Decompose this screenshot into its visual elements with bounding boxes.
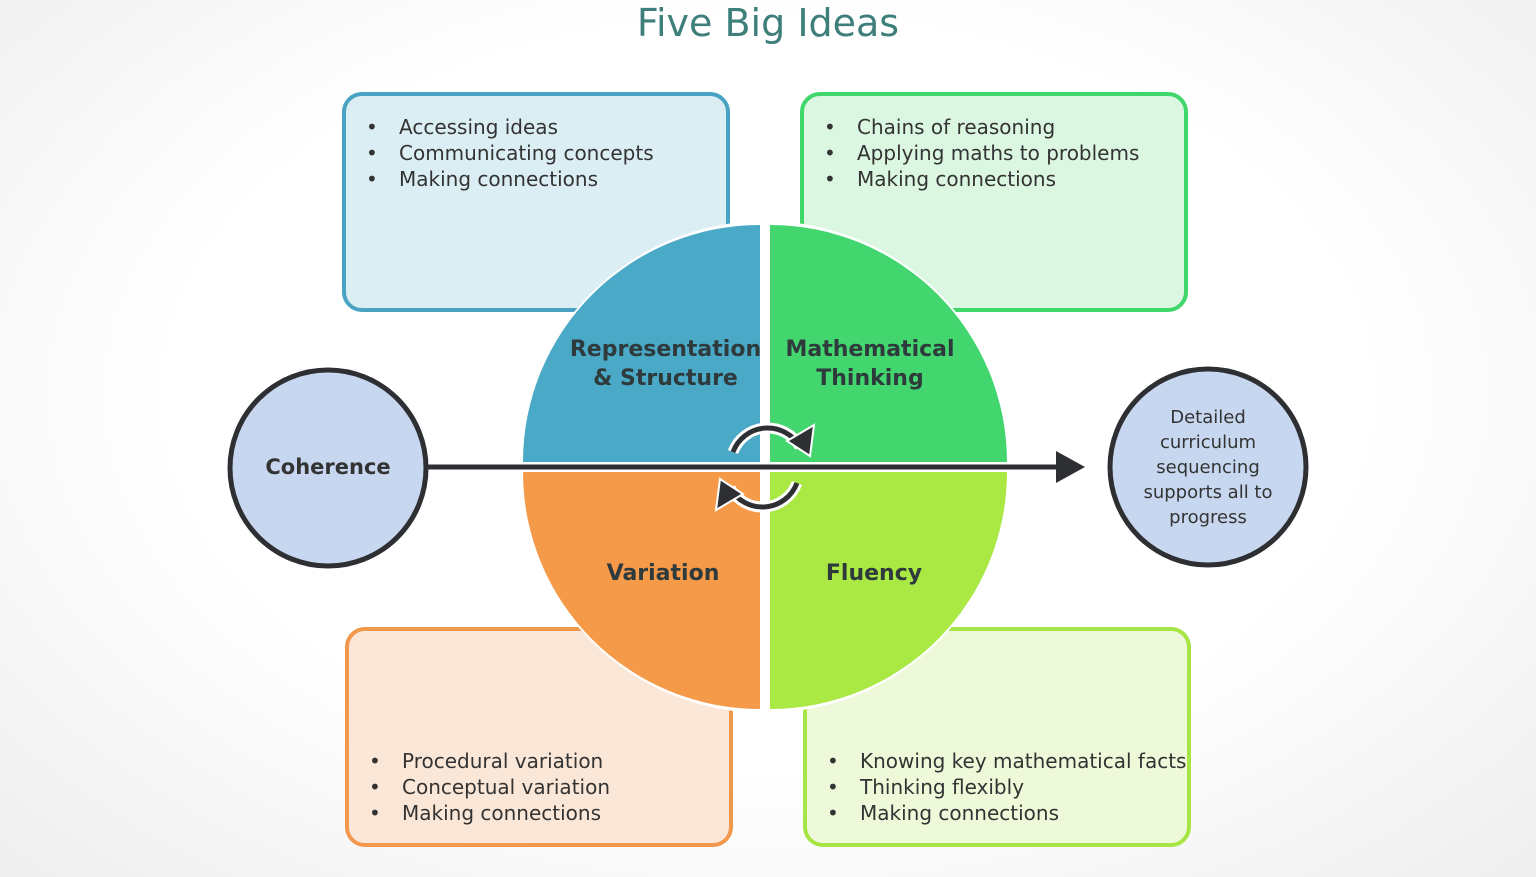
- variation-box: Procedural variation Conceptual variatio…: [345, 627, 733, 847]
- representation-label: Representation & Structure: [563, 335, 768, 393]
- list-item: Chains of reasoning: [804, 114, 1184, 140]
- coherence-circle: [227, 367, 429, 569]
- cycle-arrows-icon: [714, 422, 816, 513]
- outcome-label-line: progress: [1169, 507, 1247, 528]
- quadrant-fluency: [770, 472, 1007, 709]
- quadrant-mathematical-thinking: [770, 225, 1007, 462]
- diagram-title: Five Big Ideas: [636, 1, 900, 45]
- list-item: Communicating concepts: [346, 140, 726, 166]
- mathematical-thinking-label-line2: Thinking: [816, 366, 924, 391]
- list-item: Knowing key mathematical facts: [807, 748, 1187, 774]
- outcome-label: Detailed curriculum sequencing supports …: [1118, 405, 1298, 530]
- list-item: Making connections: [804, 166, 1184, 192]
- arrow-right-icon: [428, 451, 1085, 483]
- representation-label-line2: & Structure: [593, 366, 738, 391]
- outcome-label-line: Detailed: [1170, 407, 1246, 428]
- representation-box: Accessing ideas Communicating concepts M…: [342, 92, 730, 312]
- outcome-label-line: sequencing: [1156, 457, 1260, 478]
- list-item: Conceptual variation: [349, 774, 729, 800]
- outcome-label-line: supports all to: [1143, 482, 1273, 503]
- quadrant-variation: [523, 472, 760, 709]
- list-item: Making connections: [346, 166, 726, 192]
- list-item: Procedural variation: [349, 748, 729, 774]
- variation-label: Variation: [606, 561, 720, 586]
- list-item: Accessing ideas: [346, 114, 726, 140]
- mathematical-thinking-label-line1: Mathematical: [785, 337, 955, 362]
- list-item: Making connections: [349, 800, 729, 826]
- list-item: Making connections: [807, 800, 1187, 826]
- fluency-label: Fluency: [825, 561, 923, 586]
- mathematical-thinking-label: Mathematical Thinking: [770, 335, 970, 393]
- list-item: Applying maths to problems: [804, 140, 1184, 166]
- list-item: Thinking flexibly: [807, 774, 1187, 800]
- quadrant-representation: [523, 225, 760, 462]
- outcome-circle: [1107, 366, 1309, 568]
- outcome-label-line: curriculum: [1159, 432, 1257, 453]
- representation-label-line1: Representation: [569, 337, 762, 362]
- coherence-label: Coherence: [265, 455, 391, 479]
